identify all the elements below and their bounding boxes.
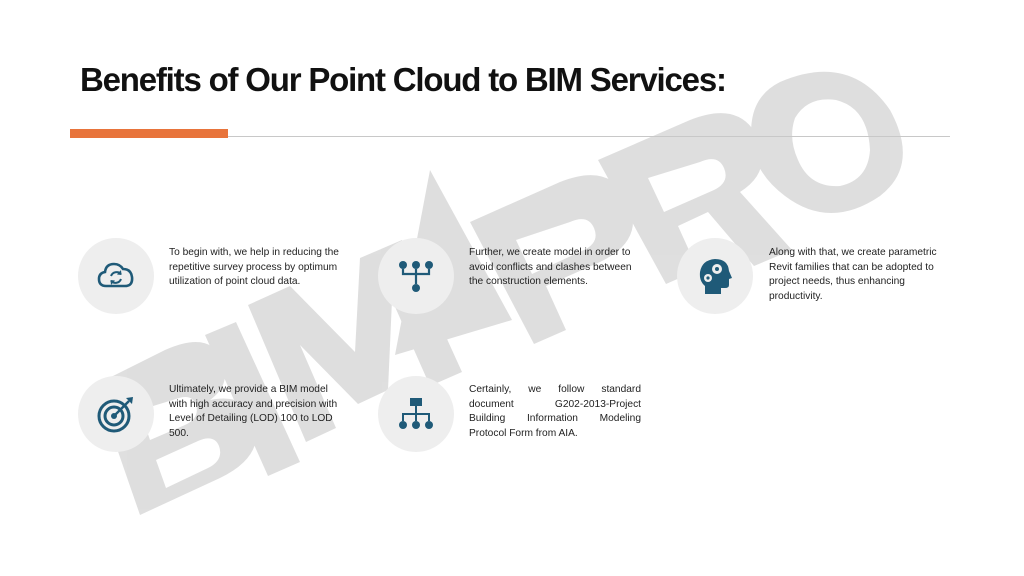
benefit-text: Further, we create model in order to avo… bbox=[469, 247, 632, 288]
benefit-text: Ultimately, we provide a BIM model with … bbox=[169, 384, 338, 439]
benefit-icon-circle bbox=[677, 238, 753, 314]
benefit-icon-circle bbox=[78, 238, 154, 314]
network-hierarchy-icon bbox=[399, 261, 433, 292]
target-arrow-icon bbox=[97, 397, 133, 433]
benefit-text: To begin with, we help in reducing the r… bbox=[169, 247, 339, 288]
benefit-icon-circle bbox=[378, 238, 454, 314]
head-gears-icon bbox=[699, 259, 732, 294]
title-divider bbox=[70, 136, 950, 137]
org-chart-icon bbox=[399, 398, 433, 429]
page-title: Benefits of Our Point Cloud to BIM Servi… bbox=[80, 61, 727, 98]
benefit-icon-circle bbox=[378, 376, 454, 452]
benefit-icon-circle bbox=[78, 376, 154, 452]
accent-bar bbox=[70, 129, 228, 138]
cloud-sync-icon bbox=[97, 262, 134, 288]
benefit-text: Along with that, we create parametric Re… bbox=[769, 247, 937, 302]
benefit-text: Certainly, we follow standard document G… bbox=[469, 384, 641, 439]
